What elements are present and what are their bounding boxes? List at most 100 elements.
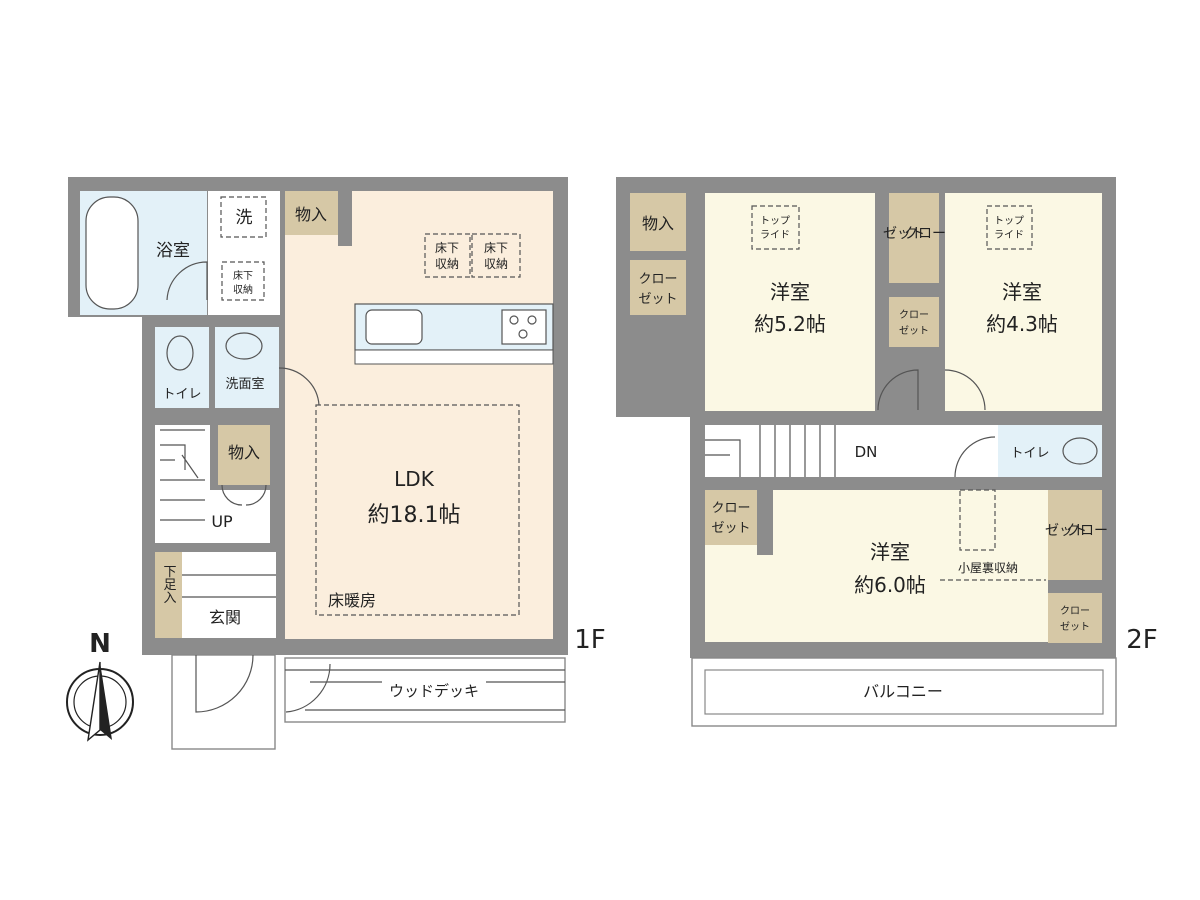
hall-2f [705,425,998,477]
label-closet-right-small-2: ゼット [1060,621,1090,633]
label-underfloor-b-1: 床下 [484,241,508,255]
label-closet-lower-2: ゼット [711,521,750,536]
label-underfloor-small-1: 床下 [233,269,253,282]
label-storage-2f: 物入 [642,214,674,233]
label-bath: 浴室 [156,241,190,261]
toilet-2f-icon [1062,437,1098,465]
closet-lower-box [705,490,757,545]
stair-1f [155,425,210,543]
floor-heating-area [315,404,520,616]
bath-door-icon [166,261,208,301]
label-closet-left-1: クロー [638,272,677,287]
label-closet-small-1: クロー [899,309,929,321]
labels-1f: 浴室 洗 床下 収納 物入 床下 収納 床下 収納 トイレ 洗面室 物入 LDK… [156,205,606,700]
label-closet-right-2: ゼット [1045,523,1087,539]
label-dn: DN [855,443,878,461]
compass [66,661,134,742]
label-storage-mid: 物入 [228,443,260,462]
stair-treads-2f [705,425,836,477]
porch [171,654,276,750]
shoe-storage [155,552,182,638]
western-room-a [705,193,875,411]
label-skylight-2b: ライド [994,229,1024,241]
north-arrow-icon [100,662,112,740]
label-attic-storage: 小屋裏収納 [958,560,1018,575]
toilet-2f-door-icon [954,436,996,478]
entrance-door-icon [195,654,254,713]
label-balcony: バルコニー [863,682,943,701]
label-washer: 洗 [236,208,253,228]
toilet-2f [998,425,1102,477]
label-skylight-1a: トップ [760,215,790,227]
washroom-door-icon [278,367,320,406]
wall-closet-lower [757,490,773,555]
washbasin-icon [225,332,263,360]
closet-left [630,260,686,315]
label-western-b: 洋室 [1002,280,1042,304]
washroom [215,327,279,408]
washer-space [220,196,267,238]
label-closet-mid-1: クロー [904,226,946,242]
label-toilet-1f: トイレ [162,387,201,402]
entrance [182,552,276,638]
label-underfloor-b-2: 収納 [484,257,508,271]
wall-ldk-notch [338,191,352,246]
storage-top-box [285,191,338,235]
closet-small [889,297,939,347]
closet-right-small [1048,593,1102,643]
balcony-inner [704,669,1104,715]
floor-1 [68,177,568,750]
label-shoe-storage: 下足入 [161,565,177,604]
label-floor-heating: 床暖房 [328,591,376,610]
bathtub-icon [85,196,139,310]
label-2f: 2F [1126,625,1158,655]
label-underfloor-a-1: 床下 [435,241,459,255]
label-wood-deck: ウッドデッキ [389,682,479,700]
room-b-door-icon [944,369,986,411]
label-western-b-size: 約4.3帖 [986,312,1058,336]
underfloor-small [221,261,265,301]
deck-door-icon [285,663,331,713]
label-western-c: 洋室 [870,540,910,564]
skylight-b [986,205,1033,250]
label-washroom: 洗面室 [225,376,264,392]
toilet-icon [166,335,194,371]
western-room-b [945,193,1102,411]
label-skylight-2a: トップ [994,215,1024,227]
label-up: UP [211,512,233,531]
label-toilet-2f: トイレ [1010,446,1049,461]
label-closet-small-2: ゼット [899,325,929,337]
label-western-a-size: 約5.2帖 [754,312,826,336]
storage-2f [630,193,686,251]
floor-2 [616,177,1117,727]
storage-mid-door-icon [221,484,267,506]
underfloor-a [424,233,471,278]
label-1f: 1F [574,625,606,655]
label-closet-lower-1: クロー [711,501,750,516]
label-western-c-size: 約6.0帖 [854,573,926,597]
label-western-a: 洋室 [770,280,810,304]
label-closet-right-small-1: クロー [1060,605,1090,617]
label-closet-mid-2: ゼット [883,226,925,242]
closet-mid [889,193,939,283]
toilet-1f [155,327,209,408]
label-skylight-1b: ライド [760,229,790,241]
kitchen-back-wall [354,349,554,365]
underfloor-b [471,233,521,278]
bath-dressing [208,191,280,315]
sink-icon [365,309,423,345]
label-entrance: 玄関 [209,608,241,627]
closet-right [1048,490,1102,580]
storage-mid [218,425,270,485]
label-closet-left-2: ゼット [638,292,677,307]
label-compass-n: N [89,629,111,659]
label-ldk-size: 約18.1帖 [368,503,461,528]
stair-treads [160,429,205,521]
label-storage-top: 物入 [295,205,327,224]
skylight-a [751,205,800,250]
stove-icon [501,309,547,345]
label-underfloor-a-2: 収納 [435,257,459,271]
labels-2f: 物入 クロー ゼット トップ ライド 洋室 約5.2帖 ゼット クロー クロー … [638,214,1157,701]
label-closet-right-1: クロー [1066,523,1108,539]
